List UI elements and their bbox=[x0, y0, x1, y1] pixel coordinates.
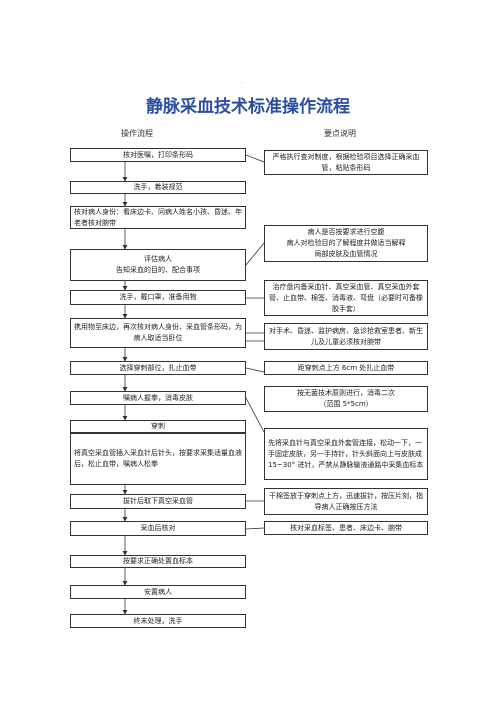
decorative-dot: . bbox=[241, 78, 243, 85]
note-supplies: 治疗盘内备采血针、真空采血管、真空采血外套管、止血带、棉签、消毒液、弯盘（必要时… bbox=[264, 280, 428, 316]
link-6 bbox=[245, 367, 265, 373]
step-verify-order: 核对医嘱，打印条形码 bbox=[70, 148, 246, 162]
step-prepare-supplies: 洗手，戴口罩，准备用物 bbox=[70, 290, 246, 305]
step-wash-hands-dress: 洗手，着装规范 bbox=[70, 181, 246, 194]
note-verification: 严格执行查对制度，根据检验项目选择正确采血管，粘贴条形码 bbox=[264, 150, 428, 175]
step-post-check: 采血后核对 bbox=[70, 521, 246, 536]
step-assess-patient: 评估病人 告知采血的目的、配合事项 bbox=[70, 249, 246, 281]
note-tourniquet: 距穿刺点上方 6cm 处扎止血带 bbox=[264, 361, 428, 375]
link-1 bbox=[245, 154, 265, 163]
note-puncture-technique: 先将采血针与真空采血外套管连接，松动一下，一手固定皮肤，另一手持针，针头斜面向上… bbox=[264, 428, 428, 480]
link-9 bbox=[245, 527, 265, 530]
step-puncture: 穿刺 bbox=[70, 420, 246, 433]
step-select-site: 选择穿刺部位，扎止血带 bbox=[70, 361, 246, 375]
step-collect-blood: 将真空采血管插入采血针后针头，按要求采集适量血液后，松止血带，嘱病人松拳 bbox=[70, 433, 246, 485]
note-needle-removal: 干棉签放于穿刺点上方，迅速拔针，按压片刻，指导病人正确按压方法 bbox=[264, 488, 428, 515]
note-aseptic: 按无菌技术原则进行，消毒二次 （范围 5*5cm） bbox=[264, 386, 428, 412]
note-label-check: 核对采血标签、患者、床边卡、腕带 bbox=[264, 521, 428, 535]
column-header-notes: 要点说明 bbox=[324, 129, 356, 138]
link-7 bbox=[245, 397, 265, 433]
link-2 bbox=[245, 242, 265, 266]
page-title: 静脉采血技术标准操作流程 bbox=[146, 97, 350, 117]
note-wristband: 对手术、昏迷、监护病房、急诊抢救室患者、新生儿及儿童必须核对腕带 bbox=[264, 323, 428, 350]
note-assessment: 病人是否按要求进行空腹 病人对检验目的了解程度并做适当解释 局部皮肤及血管情况 bbox=[264, 225, 428, 262]
step-settle-patient: 安置病人 bbox=[70, 585, 246, 599]
column-header-process: 操作流程 bbox=[121, 129, 153, 138]
step-final-handling: 终末处理，洗手 bbox=[70, 614, 246, 628]
step-remove-tube: 拔针后取下真空采血管 bbox=[70, 494, 246, 509]
step-disinfect-skin: 嘱病人握拳，消毒皮肤 bbox=[70, 391, 246, 405]
step-handle-specimen: 按要求正确处置血标本 bbox=[70, 555, 246, 568]
step-verify-identity: 核对病人身份：看床边卡、问病人姓名小孩、昏迷、年老者核对腕带 bbox=[70, 206, 246, 229]
step-bedside-verify: 携用物至床边，再次核对病人身份、采血管条形码，为病人取适当卧位 bbox=[70, 318, 246, 348]
